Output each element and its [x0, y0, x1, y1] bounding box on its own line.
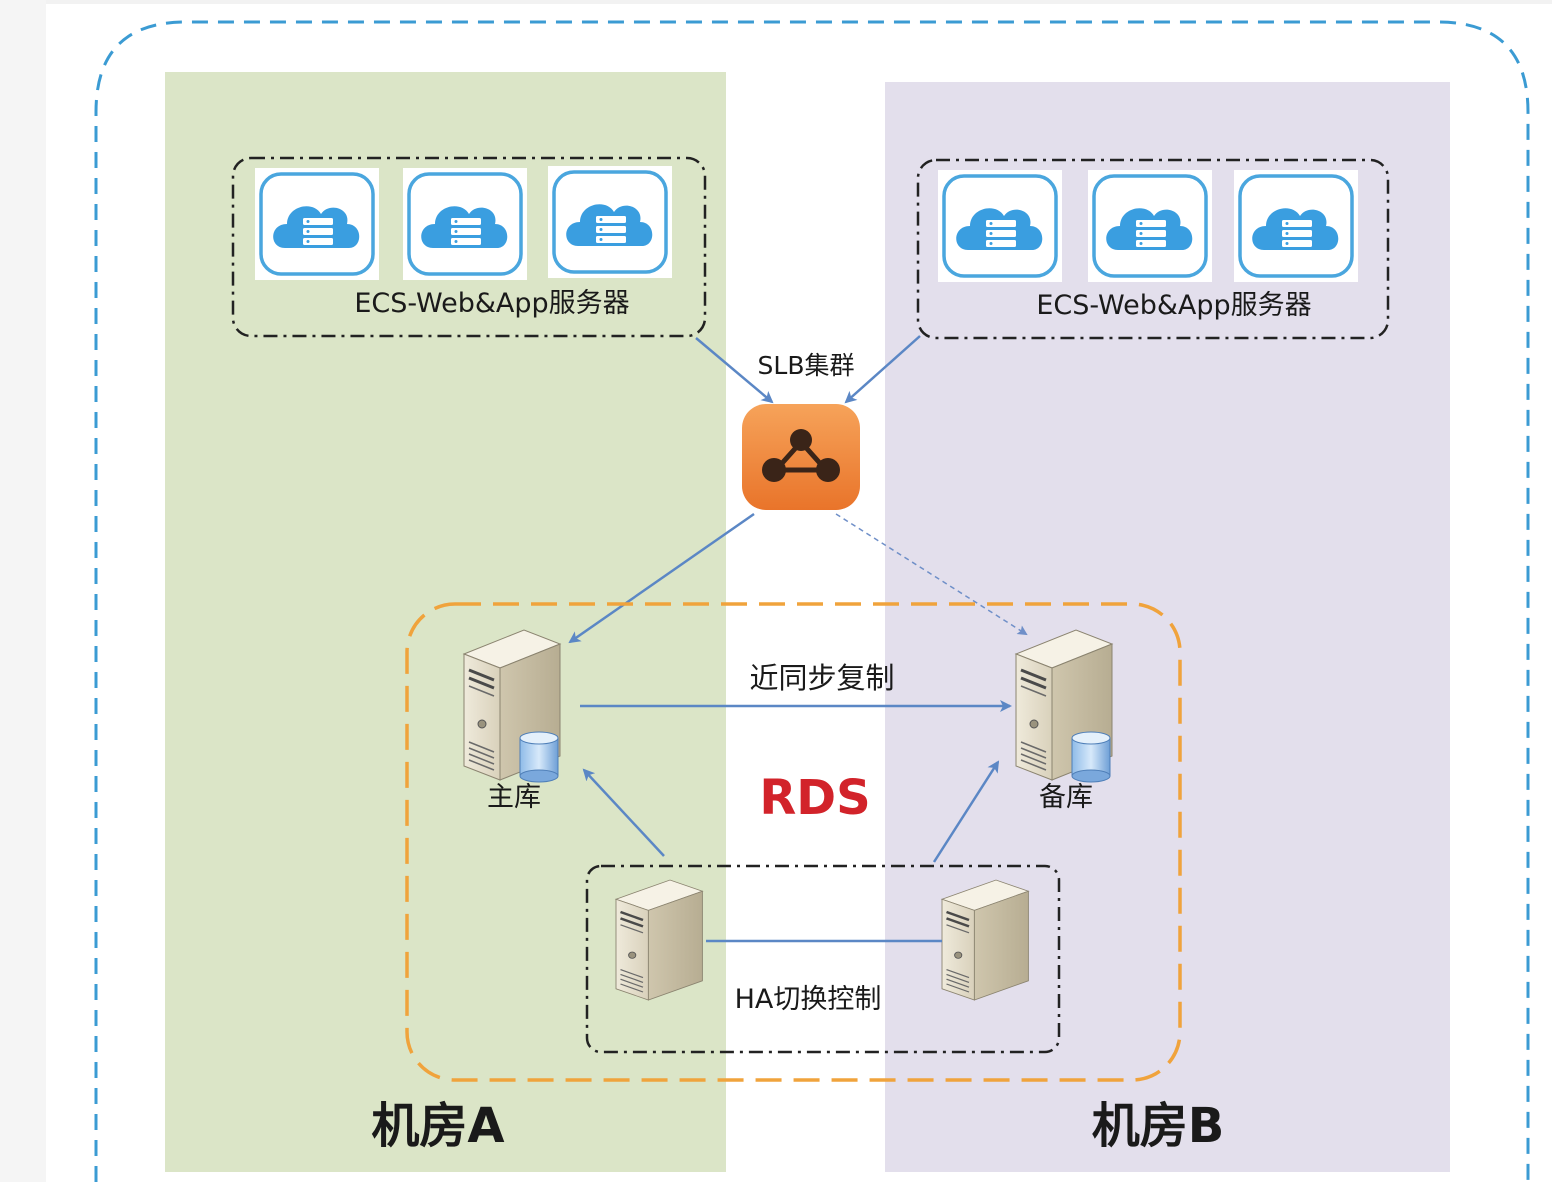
ecs-group-a-label: ECS-Web&App服务器	[354, 288, 629, 319]
ecs-group-b-border	[916, 158, 1390, 340]
arrow-ha-to-standby	[932, 760, 1000, 863]
arrow-ha-to-primary	[582, 768, 665, 857]
room-b-label: 机房B	[1092, 1098, 1225, 1154]
ha-server-left	[614, 878, 704, 1002]
standby-db-server	[1014, 628, 1114, 783]
cloud-server-icon	[401, 166, 529, 282]
server-tower-icon	[614, 878, 704, 1002]
replication-label: 近同步复制	[749, 661, 894, 695]
cloud-server-icon	[546, 164, 674, 280]
arrow-ecs-b-to-slb	[844, 335, 921, 404]
ha-label: HA切换控制	[735, 984, 882, 1015]
ecs-group-b-label: ECS-Web&App服务器	[1036, 290, 1311, 321]
load-balancer-icon	[742, 404, 860, 510]
slb-label: SLB集群	[758, 351, 855, 380]
arrow-slb-to-standby-dashed	[835, 513, 1028, 636]
arrow-slb-to-primary	[568, 512, 755, 644]
room-a-label: 机房A	[371, 1098, 504, 1154]
cloud-server-icon	[936, 168, 1064, 284]
ha-group-border	[585, 864, 1061, 1054]
cloud-server-icon	[1232, 168, 1360, 284]
cloud-server-icon	[253, 166, 381, 282]
cloud-server-icon	[1086, 168, 1214, 284]
left-gutter	[0, 0, 46, 1182]
ha-server-right	[940, 878, 1030, 1002]
standby-label: 备库	[1039, 782, 1093, 813]
ecs-group-a-border	[231, 156, 707, 338]
top-strip	[46, 0, 1552, 4]
arrow-ecs-a-to-slb	[695, 337, 774, 404]
rds-border	[405, 602, 1182, 1082]
primary-label: 主库	[487, 782, 541, 813]
rds-label: RDS	[759, 770, 870, 826]
server-tower-icon	[940, 878, 1030, 1002]
primary-db-server	[462, 628, 562, 783]
